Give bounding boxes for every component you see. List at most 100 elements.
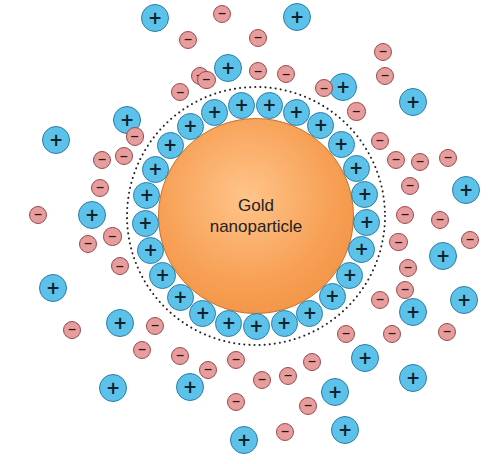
charge-sign: + bbox=[85, 207, 99, 224]
charge-sign: + bbox=[237, 432, 251, 449]
charge-sign: + bbox=[436, 248, 450, 265]
cation-circle: + bbox=[132, 210, 159, 237]
anion-circle: − bbox=[63, 321, 81, 339]
charge-sign: + bbox=[46, 280, 60, 297]
charge-sign: + bbox=[49, 132, 63, 149]
charge-sign: − bbox=[307, 356, 316, 367]
anion-circle: − bbox=[213, 5, 231, 23]
anion-circle: − bbox=[249, 29, 267, 47]
charge-sign: + bbox=[289, 104, 303, 121]
cation-circle: + bbox=[348, 236, 375, 263]
charge-sign: + bbox=[234, 97, 248, 114]
charge-sign: + bbox=[262, 97, 276, 114]
charge-sign: − bbox=[231, 396, 240, 407]
charge-sign: − bbox=[67, 324, 76, 335]
anion-circle: − bbox=[29, 206, 47, 224]
charge-sign: + bbox=[249, 318, 263, 335]
anion-circle: − bbox=[91, 179, 109, 197]
cation-circle: + bbox=[142, 156, 169, 183]
charge-sign: − bbox=[352, 106, 361, 117]
charge-sign: − bbox=[253, 32, 262, 43]
cation-circle: + bbox=[452, 176, 480, 204]
charge-sign: + bbox=[336, 79, 350, 96]
cation-circle: + bbox=[176, 373, 204, 401]
cation-circle: + bbox=[351, 181, 378, 208]
charge-sign: − bbox=[257, 374, 266, 385]
charge-sign: − bbox=[176, 87, 185, 98]
charge-sign: − bbox=[108, 231, 117, 242]
charge-sign: + bbox=[334, 136, 348, 153]
charge-sign: + bbox=[173, 289, 187, 306]
anion-circle: − bbox=[171, 347, 189, 365]
charge-sign: + bbox=[120, 112, 134, 129]
charge-sign: + bbox=[222, 315, 236, 332]
anion-circle: − bbox=[126, 127, 144, 145]
cation-circle: + bbox=[283, 99, 310, 126]
cation-circle: + bbox=[177, 113, 204, 140]
anion-circle: − bbox=[227, 351, 245, 369]
anion-circle: − bbox=[279, 367, 297, 385]
anion-circle: − bbox=[371, 291, 389, 309]
cation-circle: + bbox=[399, 88, 427, 116]
charge-sign: + bbox=[163, 137, 177, 154]
anion-circle: − bbox=[133, 341, 151, 359]
particle-label: Gold nanoparticle bbox=[197, 195, 315, 238]
cation-circle: + bbox=[353, 209, 380, 236]
cation-circle: + bbox=[343, 155, 370, 182]
charge-sign: + bbox=[303, 305, 317, 322]
anion-circle: − bbox=[171, 83, 189, 101]
cation-circle: + bbox=[351, 344, 379, 372]
charge-sign: − bbox=[202, 74, 211, 85]
charge-sign: − bbox=[130, 131, 139, 142]
charge-sign: − bbox=[442, 326, 451, 337]
charge-sign: + bbox=[148, 161, 162, 178]
charge-sign: + bbox=[138, 215, 152, 232]
charge-sign: − bbox=[465, 234, 474, 245]
anion-circle: − bbox=[396, 281, 414, 299]
anion-circle: − bbox=[115, 147, 133, 165]
charge-sign: + bbox=[406, 94, 420, 111]
charge-sign: + bbox=[349, 160, 363, 177]
charge-sign: − bbox=[375, 135, 384, 146]
charge-sign: + bbox=[113, 315, 127, 332]
charge-sign: + bbox=[457, 292, 471, 309]
cation-circle: + bbox=[137, 237, 164, 264]
charge-sign: + bbox=[325, 288, 339, 305]
charge-sign: + bbox=[277, 315, 291, 332]
anion-circle: − bbox=[276, 423, 294, 441]
anion-circle: − bbox=[401, 177, 419, 195]
anion-circle: − bbox=[111, 257, 129, 275]
charge-sign: − bbox=[378, 46, 387, 57]
charge-sign: − bbox=[175, 350, 184, 361]
cation-circle: + bbox=[399, 364, 427, 392]
charge-sign: − bbox=[150, 320, 159, 331]
charge-sign: − bbox=[443, 152, 452, 163]
cation-circle: + bbox=[271, 310, 298, 337]
charge-sign: − bbox=[137, 344, 146, 355]
anion-circle: − bbox=[146, 317, 164, 335]
charge-sign: + bbox=[183, 379, 197, 396]
charge-sign: − bbox=[375, 294, 384, 305]
anion-circle: − bbox=[179, 31, 197, 49]
cation-circle: + bbox=[331, 416, 359, 444]
charge-sign: + bbox=[406, 304, 420, 321]
anion-circle: − bbox=[371, 132, 389, 150]
charge-sign: − bbox=[83, 238, 92, 249]
charge-sign: + bbox=[358, 350, 372, 367]
anion-circle: − bbox=[337, 325, 355, 343]
charge-sign: − bbox=[280, 426, 289, 437]
cation-circle: + bbox=[42, 126, 70, 154]
cation-circle: + bbox=[450, 286, 478, 314]
charge-sign: + bbox=[106, 380, 120, 397]
cation-circle: + bbox=[283, 3, 311, 31]
charge-sign: + bbox=[328, 384, 342, 401]
anion-circle: − bbox=[299, 397, 317, 415]
charge-sign: − bbox=[415, 156, 424, 167]
cation-circle: + bbox=[99, 374, 127, 402]
charge-sign: + bbox=[196, 305, 210, 322]
charge-sign: + bbox=[208, 104, 222, 121]
anion-circle: − bbox=[253, 371, 271, 389]
anion-circle: − bbox=[431, 211, 449, 229]
cation-circle: + bbox=[215, 310, 242, 337]
charge-sign: − bbox=[405, 180, 414, 191]
